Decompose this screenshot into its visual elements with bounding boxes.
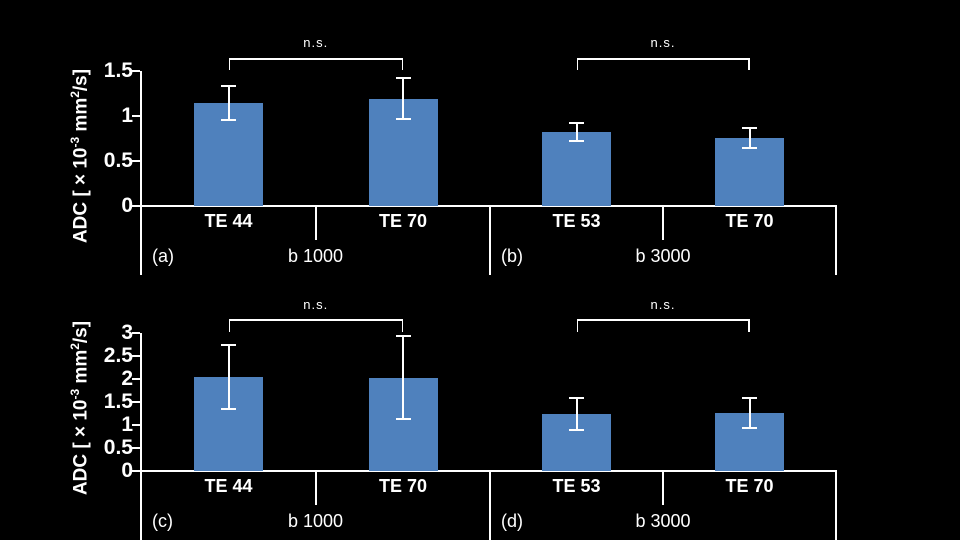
y-tick-label: 2.5 xyxy=(103,344,133,367)
y-axis-title: ADC [ × 10-3 mm2/s] xyxy=(68,320,92,496)
y-tick-mark xyxy=(132,69,140,72)
y-tick-label: 1 xyxy=(121,413,133,436)
panel-separator xyxy=(835,471,837,540)
panel-label: (d) xyxy=(501,510,523,531)
error-bar-cap-bottom xyxy=(395,118,411,121)
y-tick-mark xyxy=(132,114,140,117)
ns-bracket-right-drop xyxy=(401,319,403,332)
error-bar-cap-top xyxy=(569,397,584,400)
category-separator xyxy=(315,471,317,505)
y-tick-label: 3 xyxy=(121,321,133,344)
ns-label: n.s. xyxy=(650,35,676,50)
ns-bracket-left-drop xyxy=(228,319,230,332)
error-bar-line xyxy=(227,85,230,121)
y-tick-label: 1 xyxy=(121,103,133,127)
ns-label: n.s. xyxy=(650,297,676,312)
ns-bracket-top xyxy=(228,319,403,321)
ns-bracket-right-drop xyxy=(748,319,750,332)
panel-label: (a) xyxy=(152,245,174,266)
panel-label: (b) xyxy=(501,245,523,266)
panel-separator xyxy=(835,206,837,275)
group-label: b 1000 xyxy=(287,245,344,266)
category-label: TE 44 xyxy=(204,476,253,496)
y-tick-mark xyxy=(132,159,140,162)
category-label: TE 53 xyxy=(552,476,601,496)
panel-separator xyxy=(489,471,491,540)
category-separator xyxy=(662,206,664,240)
y-tick-label: 0.5 xyxy=(103,148,133,172)
error-bar-cap-top xyxy=(395,76,411,79)
ns-bracket-left-drop xyxy=(576,319,578,332)
y-tick-mark xyxy=(132,470,140,472)
ns-bracket-right-drop xyxy=(401,58,403,70)
ns-label: n.s. xyxy=(303,35,329,50)
error-bar-line xyxy=(575,122,578,141)
y-tick-mark xyxy=(132,205,140,207)
y-tick-mark xyxy=(132,378,140,380)
category-label: TE 44 xyxy=(204,211,253,231)
panel-separator xyxy=(489,206,491,275)
group-label: b 3000 xyxy=(635,245,691,266)
error-bar-cap-top xyxy=(569,121,584,124)
error-bar-line xyxy=(748,128,751,149)
ns-bracket-top xyxy=(576,58,750,60)
y-axis-line xyxy=(140,333,142,540)
error-bar-cap-bottom xyxy=(395,418,411,421)
y-tick-label: 1.5 xyxy=(103,58,133,82)
ns-label: n.s. xyxy=(303,297,329,312)
bar xyxy=(715,138,784,206)
error-bar-cap-bottom xyxy=(742,147,757,150)
error-bar-cap-bottom xyxy=(569,428,584,431)
category-label: TE 70 xyxy=(725,476,774,496)
y-tick-label: 0 xyxy=(121,459,133,482)
ns-bracket-left-drop xyxy=(228,58,230,70)
group-label: b 1000 xyxy=(287,510,344,531)
error-bar-line xyxy=(402,77,404,120)
y-axis-line xyxy=(140,70,142,275)
y-tick-label: 0 xyxy=(121,194,133,217)
y-tick-mark xyxy=(132,447,140,449)
ns-bracket-top xyxy=(228,58,403,60)
error-bar-line xyxy=(227,344,230,410)
y-tick-label: 1.5 xyxy=(103,390,133,413)
category-label: TE 70 xyxy=(378,476,428,496)
ns-bracket-left-drop xyxy=(576,58,578,70)
error-bar-cap-bottom xyxy=(221,408,236,411)
y-tick-mark xyxy=(132,355,140,357)
error-bar-cap-top xyxy=(221,343,236,346)
group-label: b 3000 xyxy=(635,510,691,531)
bar xyxy=(542,131,611,206)
error-bar-line xyxy=(748,397,751,429)
y-tick-label: 2 xyxy=(121,367,133,390)
ns-bracket-right-drop xyxy=(748,58,750,70)
x-axis-line xyxy=(140,205,837,207)
error-bar-cap-top xyxy=(395,335,411,338)
x-axis-line xyxy=(140,470,837,472)
error-bar-cap-bottom xyxy=(742,427,757,430)
error-bar-cap-bottom xyxy=(221,119,236,122)
error-bar-cap-top xyxy=(221,84,236,87)
y-tick-mark xyxy=(132,332,140,334)
error-bar-cap-bottom xyxy=(569,139,584,142)
category-label: TE 53 xyxy=(552,211,601,231)
error-bar-line xyxy=(402,336,404,420)
category-separator xyxy=(662,471,664,505)
error-bar-cap-top xyxy=(742,396,757,399)
category-separator xyxy=(315,206,317,240)
category-label: TE 70 xyxy=(725,211,774,231)
panel-label: (c) xyxy=(152,510,173,531)
y-tick-mark xyxy=(132,424,140,426)
ns-bracket-top xyxy=(576,319,750,321)
category-label: TE 70 xyxy=(378,211,428,231)
error-bar-line xyxy=(575,398,578,430)
y-tick-mark xyxy=(132,401,140,403)
y-tick-label: 0.5 xyxy=(103,436,133,459)
error-bar-cap-top xyxy=(742,127,757,130)
